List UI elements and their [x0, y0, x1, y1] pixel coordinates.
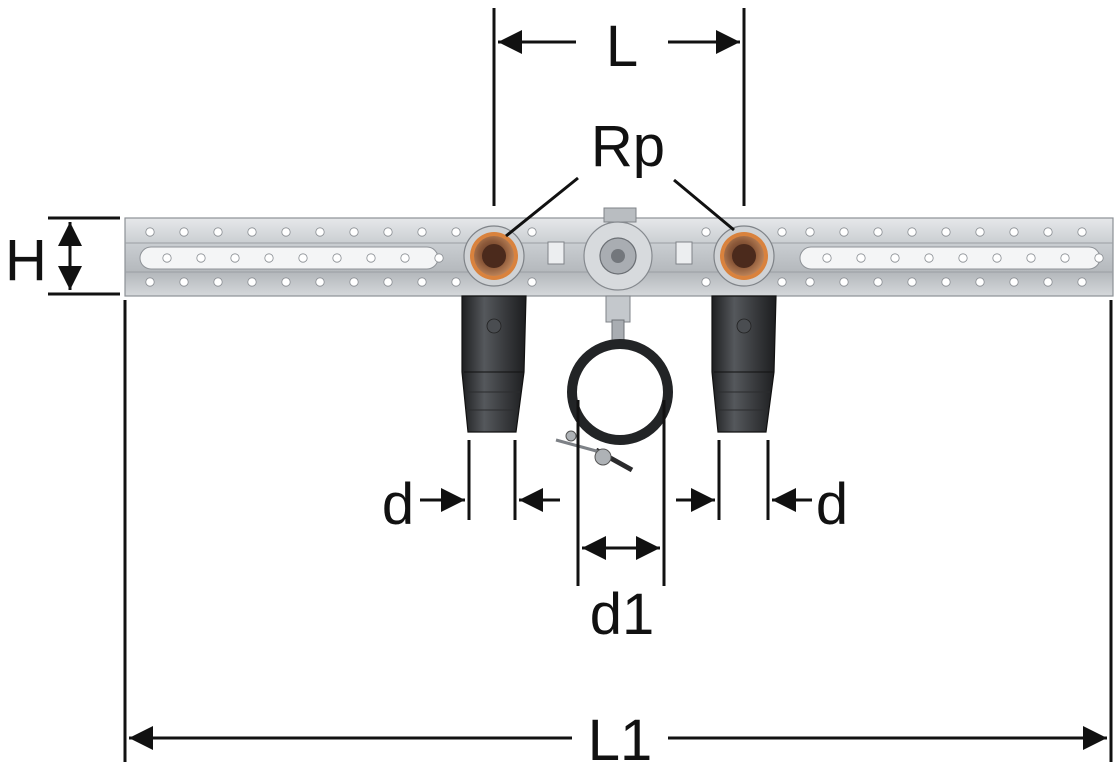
rail-hole [856, 253, 866, 263]
label-d-right: d [816, 472, 848, 537]
rail-hole [298, 253, 308, 263]
rail-hole [247, 227, 257, 237]
rail-hole [230, 253, 240, 263]
rail-hole [213, 227, 223, 237]
rail-hole [1060, 253, 1070, 263]
rail-hole [924, 253, 934, 263]
rail-hole [145, 277, 155, 287]
center-square-right [675, 241, 693, 265]
rail-hole [213, 277, 223, 287]
rail-hole [890, 253, 900, 263]
center-square-left [547, 241, 565, 265]
label-rp: Rp [591, 114, 665, 179]
rail-hole [162, 253, 172, 263]
rail-hole [1077, 227, 1087, 237]
rail-hole [941, 277, 951, 287]
label-h: H [5, 228, 47, 293]
rail-hole [179, 277, 189, 287]
rail-hole [417, 227, 427, 237]
sleeve-right [711, 295, 777, 433]
mounting-rail [124, 207, 1114, 297]
rail-hole [822, 253, 832, 263]
rail-hole [349, 277, 359, 287]
rail-hole [777, 227, 787, 237]
rail-hole [281, 227, 291, 237]
rail-hole [196, 253, 206, 263]
rail-hole [992, 253, 1002, 263]
rail-hole [417, 277, 427, 287]
sleeve-left [461, 295, 527, 433]
rail-hole [383, 227, 393, 237]
rail-hole [1094, 253, 1104, 263]
rail-hole [332, 253, 342, 263]
rail-hole [315, 277, 325, 287]
rail-hole [264, 253, 274, 263]
fitting-right [713, 225, 775, 287]
rail-hole [701, 277, 711, 287]
rail-hole [873, 227, 883, 237]
rail-hole [1009, 227, 1019, 237]
rail-hole [701, 227, 711, 237]
rail-hole [434, 253, 444, 263]
rail-hole [975, 227, 985, 237]
center-bolt-core [611, 249, 625, 263]
rail-hole [839, 277, 849, 287]
rp-leader-right [673, 178, 735, 232]
rail-hole [349, 227, 359, 237]
label-d1: d1 [590, 582, 655, 647]
rail-hole [451, 227, 461, 237]
rail-hole [315, 227, 325, 237]
rail-hole [527, 277, 537, 287]
rail-hole [958, 253, 968, 263]
rail-hole [179, 227, 189, 237]
dimension-lines [48, 8, 1113, 762]
rp-leader-left [505, 176, 579, 238]
rail-hole [805, 277, 815, 287]
rail-slot-left [139, 246, 439, 270]
rail-hole [383, 277, 393, 287]
label-l1: L1 [588, 708, 653, 773]
rail-hole [1077, 277, 1087, 287]
rail-hole [907, 227, 917, 237]
rail-hole [400, 253, 410, 263]
rail-hole [145, 227, 155, 237]
rail-hole [975, 277, 985, 287]
rail-hole [281, 277, 291, 287]
rail-hole [1026, 253, 1036, 263]
rail-hole [1043, 227, 1053, 237]
pipe-clamp [555, 295, 673, 473]
rail-hole [451, 277, 461, 287]
center-top-tab [603, 207, 637, 223]
fitting-left [463, 225, 525, 287]
rail-holes [145, 227, 1104, 287]
rail-hole [907, 277, 917, 287]
label-l: L [606, 14, 638, 79]
rail-hole [839, 227, 849, 237]
rail-hole [777, 277, 787, 287]
rail-hole [366, 253, 376, 263]
rail-hole [1043, 277, 1053, 287]
rail-hole [1009, 277, 1019, 287]
rail-hole [873, 277, 883, 287]
label-d-left: d [382, 472, 414, 537]
rail-hole [805, 227, 815, 237]
rail-hole [941, 227, 951, 237]
rail-hole [527, 227, 537, 237]
rail-slot-right [799, 246, 1101, 270]
rail-hole [247, 277, 257, 287]
